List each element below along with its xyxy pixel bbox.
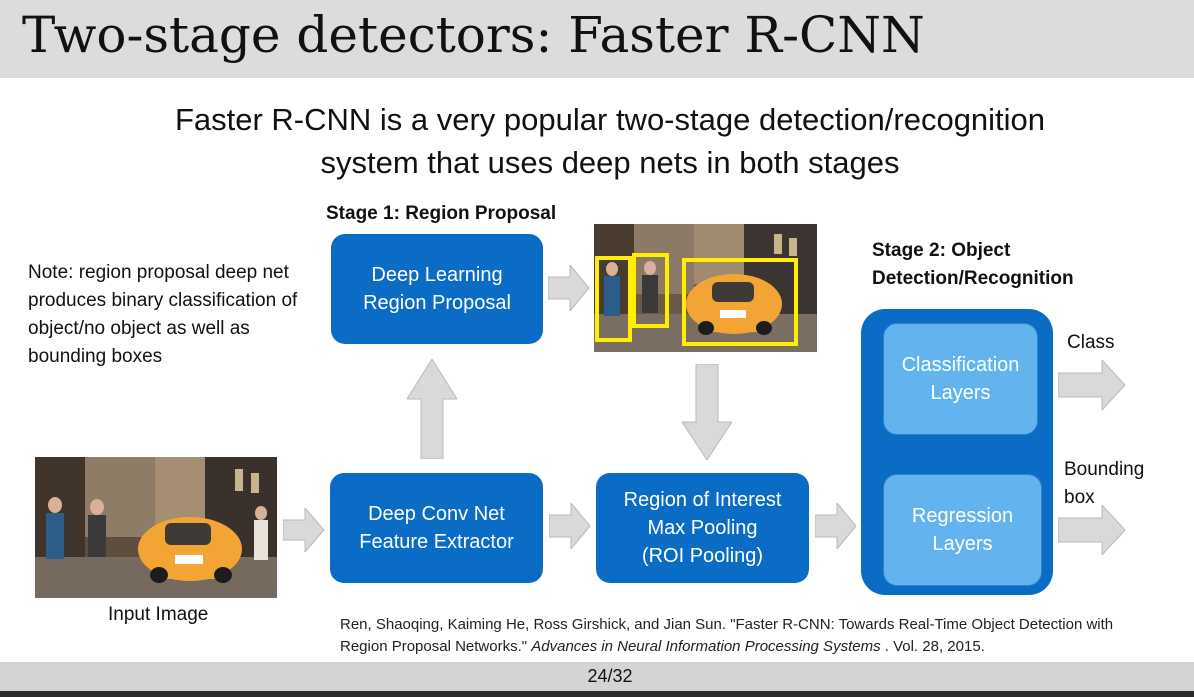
- input-image-caption: Input Image: [108, 604, 209, 625]
- subtitle-line-2: system that uses deep nets in both stage…: [320, 145, 900, 180]
- note-text: Note: region proposal deep net produces …: [28, 262, 298, 367]
- input-image: [35, 457, 277, 598]
- arrow-down-icon: [682, 364, 732, 460]
- arrow-right-icon: [1058, 505, 1126, 555]
- detection-box-3: [682, 258, 798, 346]
- detection-box-2: [632, 253, 669, 328]
- citation: Ren, Shaoqing, Kaiming He, Ross Girshick…: [340, 614, 1160, 658]
- detection-box-1: [595, 256, 632, 342]
- feature-extractor-label: Deep Conv Net Feature Extractor: [359, 503, 514, 553]
- region-proposal-box: Deep Learning Region Proposal: [331, 234, 543, 344]
- citation-journal: Advances in Neural Information Processin…: [531, 638, 881, 655]
- arrow-right-icon: [283, 508, 325, 552]
- stage2-label: Stage 2: Object Detection/Recognition: [872, 237, 1074, 293]
- citation-volume: . Vol. 28, 2015.: [880, 638, 985, 655]
- bbox-output-line-1: Bounding: [1064, 459, 1145, 480]
- arrow-right-icon: [815, 503, 857, 549]
- street-photo: [35, 457, 277, 598]
- bbox-output-label: Bounding box: [1064, 456, 1144, 512]
- arrow-right-icon: [548, 265, 590, 311]
- page-number: 24/32: [587, 666, 633, 686]
- regression-layers-box: Regression Layers: [883, 474, 1042, 586]
- street-photo-with-boxes: [594, 224, 817, 352]
- feature-extractor-box: Deep Conv Net Feature Extractor: [330, 473, 543, 583]
- roi-pooling-box: Region of Interest Max Pooling (ROI Pool…: [596, 473, 809, 583]
- arrow-right-icon: [549, 503, 591, 549]
- arrow-up-icon: [407, 359, 457, 459]
- region-proposal-label: Deep Learning Region Proposal: [363, 264, 511, 314]
- bbox-output-line-2: box: [1064, 487, 1095, 508]
- stage2-label-line-1: Stage 2: Object: [872, 240, 1011, 261]
- footer-bar: 24/32: [0, 662, 1194, 691]
- classification-layers-label: Classification Layers: [901, 354, 1020, 404]
- stage1-label: Stage 1: Region Proposal: [326, 203, 557, 224]
- citation-authors-title: Ren, Shaoqing, Kaiming He, Ross Girshick…: [340, 616, 1114, 655]
- roi-pooling-label: Region of Interest Max Pooling (ROI Pool…: [623, 489, 782, 567]
- classification-layers-box: Classification Layers: [883, 323, 1038, 435]
- subtitle-line-1: Faster R-CNN is a very popular two-stage…: [174, 102, 1046, 137]
- proposal-image: [594, 224, 817, 352]
- arrow-right-icon: [1058, 360, 1126, 410]
- stage2-label-line-2: Detection/Recognition: [872, 268, 1074, 289]
- title-bar: Two-stage detectors: Faster R-CNN: [0, 0, 1194, 78]
- class-output-label: Class: [1067, 332, 1115, 353]
- slide-subtitle: Faster R-CNN is a very popular two-stage…: [0, 98, 1194, 184]
- bottom-border: [0, 691, 1194, 697]
- regression-layers-label: Regression Layers: [911, 505, 1014, 555]
- slide-title: Two-stage detectors: Faster R-CNN: [22, 6, 925, 64]
